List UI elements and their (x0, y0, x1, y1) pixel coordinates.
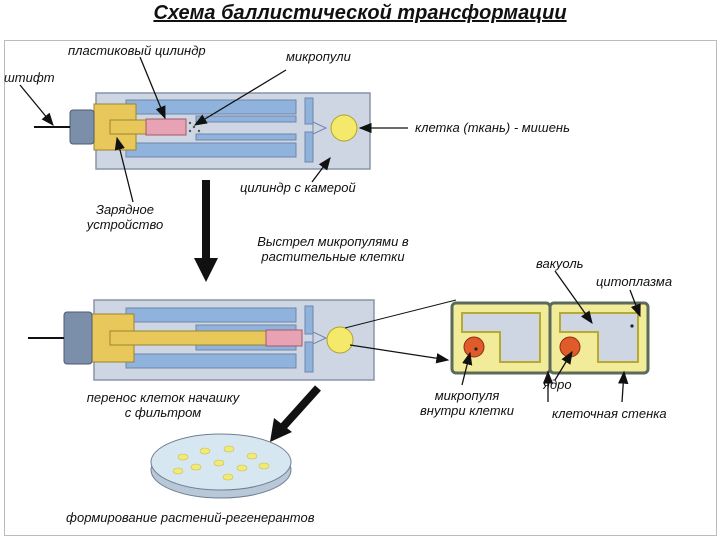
device-chamber-divider-top (304, 97, 314, 125)
plastic-cylinder (145, 118, 187, 136)
label-microbullet-inside-line1: микропуля (434, 388, 500, 403)
microbullet-in-cell-2 (630, 324, 634, 328)
label-charger-line1: Зарядное (95, 202, 155, 217)
microbullet-in-cell (474, 347, 478, 351)
down-arrow (194, 180, 218, 282)
cell-dots (172, 445, 270, 481)
plant-cells (450, 301, 650, 375)
label-transfer-line2: с фильтром (124, 405, 202, 420)
pin-cap-2 (63, 311, 93, 365)
device-chamber-divider-bottom (304, 131, 314, 163)
device-barrel-inner-top (195, 115, 297, 123)
plastic-cylinder-2 (265, 329, 303, 347)
label-cell-wall: клеточная стенка (552, 406, 667, 421)
label-charger-line2: устройство (86, 217, 164, 232)
diagram-frame (4, 40, 717, 536)
label-regeneration: формирование растений-регенерантов (66, 510, 315, 525)
gene-gun-fired (28, 299, 375, 381)
label-transfer-line1: перенос клеток начашку (86, 390, 240, 405)
device-chamber-divider-bottom-2 (304, 341, 314, 373)
label-pin: штифт (4, 70, 55, 85)
label-microbullet-inside-line2: внутри клетки (420, 403, 514, 418)
arrow-cell-to-cells (349, 344, 450, 364)
device-barrel-top-2 (125, 307, 297, 323)
arrow-vacuole (554, 270, 593, 325)
label-transfer: перенос клеток начашку с фильтром (56, 390, 270, 420)
vacuole-left (461, 312, 541, 363)
device-barrel-bottom (125, 142, 297, 158)
device-barrel-bottom-2 (125, 353, 297, 369)
arrow-plastic-cylinder (139, 56, 166, 120)
device-nozzle-2 (312, 331, 328, 345)
label-cytoplasm: цитоплазма (596, 274, 673, 289)
label-shot: Выстрел микропулями в растительные клетк… (222, 234, 444, 264)
arrow-pin (19, 84, 54, 127)
target-cell (330, 114, 358, 142)
device-chamber-divider-top-2 (304, 305, 314, 335)
arrow-fanline-top (344, 299, 457, 329)
nucleus-right (559, 336, 581, 358)
label-charger: Зарядное устройство (66, 202, 184, 232)
arrow-microbullet-inside (461, 351, 473, 386)
device-barrel-top (125, 99, 297, 115)
arrow-microbullets (193, 69, 287, 126)
arrow-cytoplasm (629, 289, 641, 318)
arrow-chamber (311, 156, 331, 183)
arrow-charger (114, 136, 134, 203)
target-cell-2 (326, 326, 354, 354)
label-plastic-cylinder: пластиковый цилиндр (68, 43, 206, 58)
diagonal-arrow (270, 385, 321, 442)
label-target-cell: клетка (ткань) - мишень (415, 120, 570, 135)
label-microbullet-inside: микропуля внутри клетки (398, 388, 536, 418)
device-barrel-inner-bottom (195, 133, 297, 141)
label-nucleus: ядро (543, 377, 572, 392)
gene-gun-loaded (34, 92, 371, 170)
label-chamber-cylinder: цилиндр с камерой (240, 180, 356, 195)
arrow-nucleus (554, 350, 573, 381)
pointer-arrows (19, 56, 641, 403)
label-shot-line2: растительные клетки (261, 249, 405, 264)
label-microbullets: микропули (286, 49, 351, 64)
device-nozzle (312, 121, 328, 135)
label-shot-line1: Выстрел микропулями в (257, 234, 409, 249)
pin-cap (69, 109, 95, 145)
label-vacuole: вакуоль (536, 256, 584, 271)
petri-dish (150, 433, 292, 499)
diagram-title: Схема баллистической трансформации (153, 2, 567, 24)
nucleus-left (463, 336, 485, 358)
arrow-cell-wall-right (618, 370, 629, 403)
charger-rod-2 (109, 330, 269, 346)
